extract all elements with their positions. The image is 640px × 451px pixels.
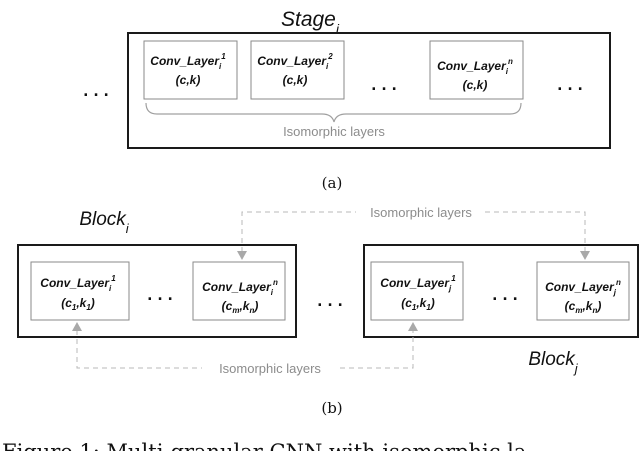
bottom-arrow-right-head — [408, 322, 418, 331]
block-j-layer-n-params: (cm,kn) — [565, 299, 602, 315]
block-j-layer-1-name: Conv_Layerj1 — [380, 274, 456, 293]
ellipsis-mid-a: . . . — [371, 78, 397, 94]
isomorphic-brace — [145, 102, 522, 123]
bottom-isomorphic-connector — [76, 330, 414, 369]
top-arrow-right-head — [580, 251, 590, 260]
block-i-layer-1-box — [30, 261, 130, 321]
bottom-connector-label: Isomorphic layers — [219, 361, 321, 376]
figure-caption-fragment: Figure 1: Multi-granular CNN with isomor… — [2, 440, 526, 451]
top-connector-label: Isomorphic layers — [370, 205, 472, 220]
block-i-layer-n-name: Conv_Layerin — [202, 278, 278, 297]
block-i-title: Blocki — [79, 209, 129, 236]
block-j-layer-n-name: Conv_Layerjn — [545, 278, 621, 297]
stage-layer-2-box — [250, 40, 345, 100]
bottom-arrow-left-head — [72, 322, 82, 331]
ellipsis-block-j: . . . — [492, 288, 518, 304]
caption-b: (b) — [321, 399, 342, 417]
block-i-layer-n-box — [192, 261, 286, 321]
block-i-layer-1-params: (c1,k1) — [61, 296, 95, 312]
stage-layer-n-name: Conv_Layerin — [437, 57, 513, 76]
block-i-layer-1-name: Conv_Layeri1 — [40, 274, 116, 293]
stage-layer-2-params: (c,k) — [283, 73, 308, 87]
block-j-layer-1-box — [370, 261, 464, 321]
block-i-layer-n-params: (cm,kn) — [222, 299, 259, 315]
block-j-title: Blockj — [528, 349, 578, 376]
stage-layer-n-box — [429, 40, 524, 100]
stage-layer-n-params: (c,k) — [463, 78, 488, 92]
ellipsis-right-a: . . . — [557, 78, 583, 94]
block-j-layer-n-box — [536, 261, 630, 321]
ellipsis-between: . . . — [317, 294, 343, 310]
stage-layer-2-name: Conv_Layeri2 — [257, 52, 333, 71]
stage-title: Stagei — [281, 8, 340, 37]
ellipsis-left-a: . . . — [83, 84, 109, 100]
caption-a: (a) — [322, 174, 343, 192]
brace-label: Isomorphic layers — [283, 124, 385, 139]
block-j-layer-1-params: (c1,k1) — [401, 296, 435, 312]
top-isomorphic-connector — [241, 211, 586, 252]
stage-layer-1-name: Conv_Layeri1 — [150, 52, 226, 71]
stage-layer-1-box — [143, 40, 238, 100]
top-arrow-left-head — [237, 251, 247, 260]
stage-layer-1-params: (c,k) — [176, 73, 201, 87]
ellipsis-block-i: . . . — [147, 288, 173, 304]
